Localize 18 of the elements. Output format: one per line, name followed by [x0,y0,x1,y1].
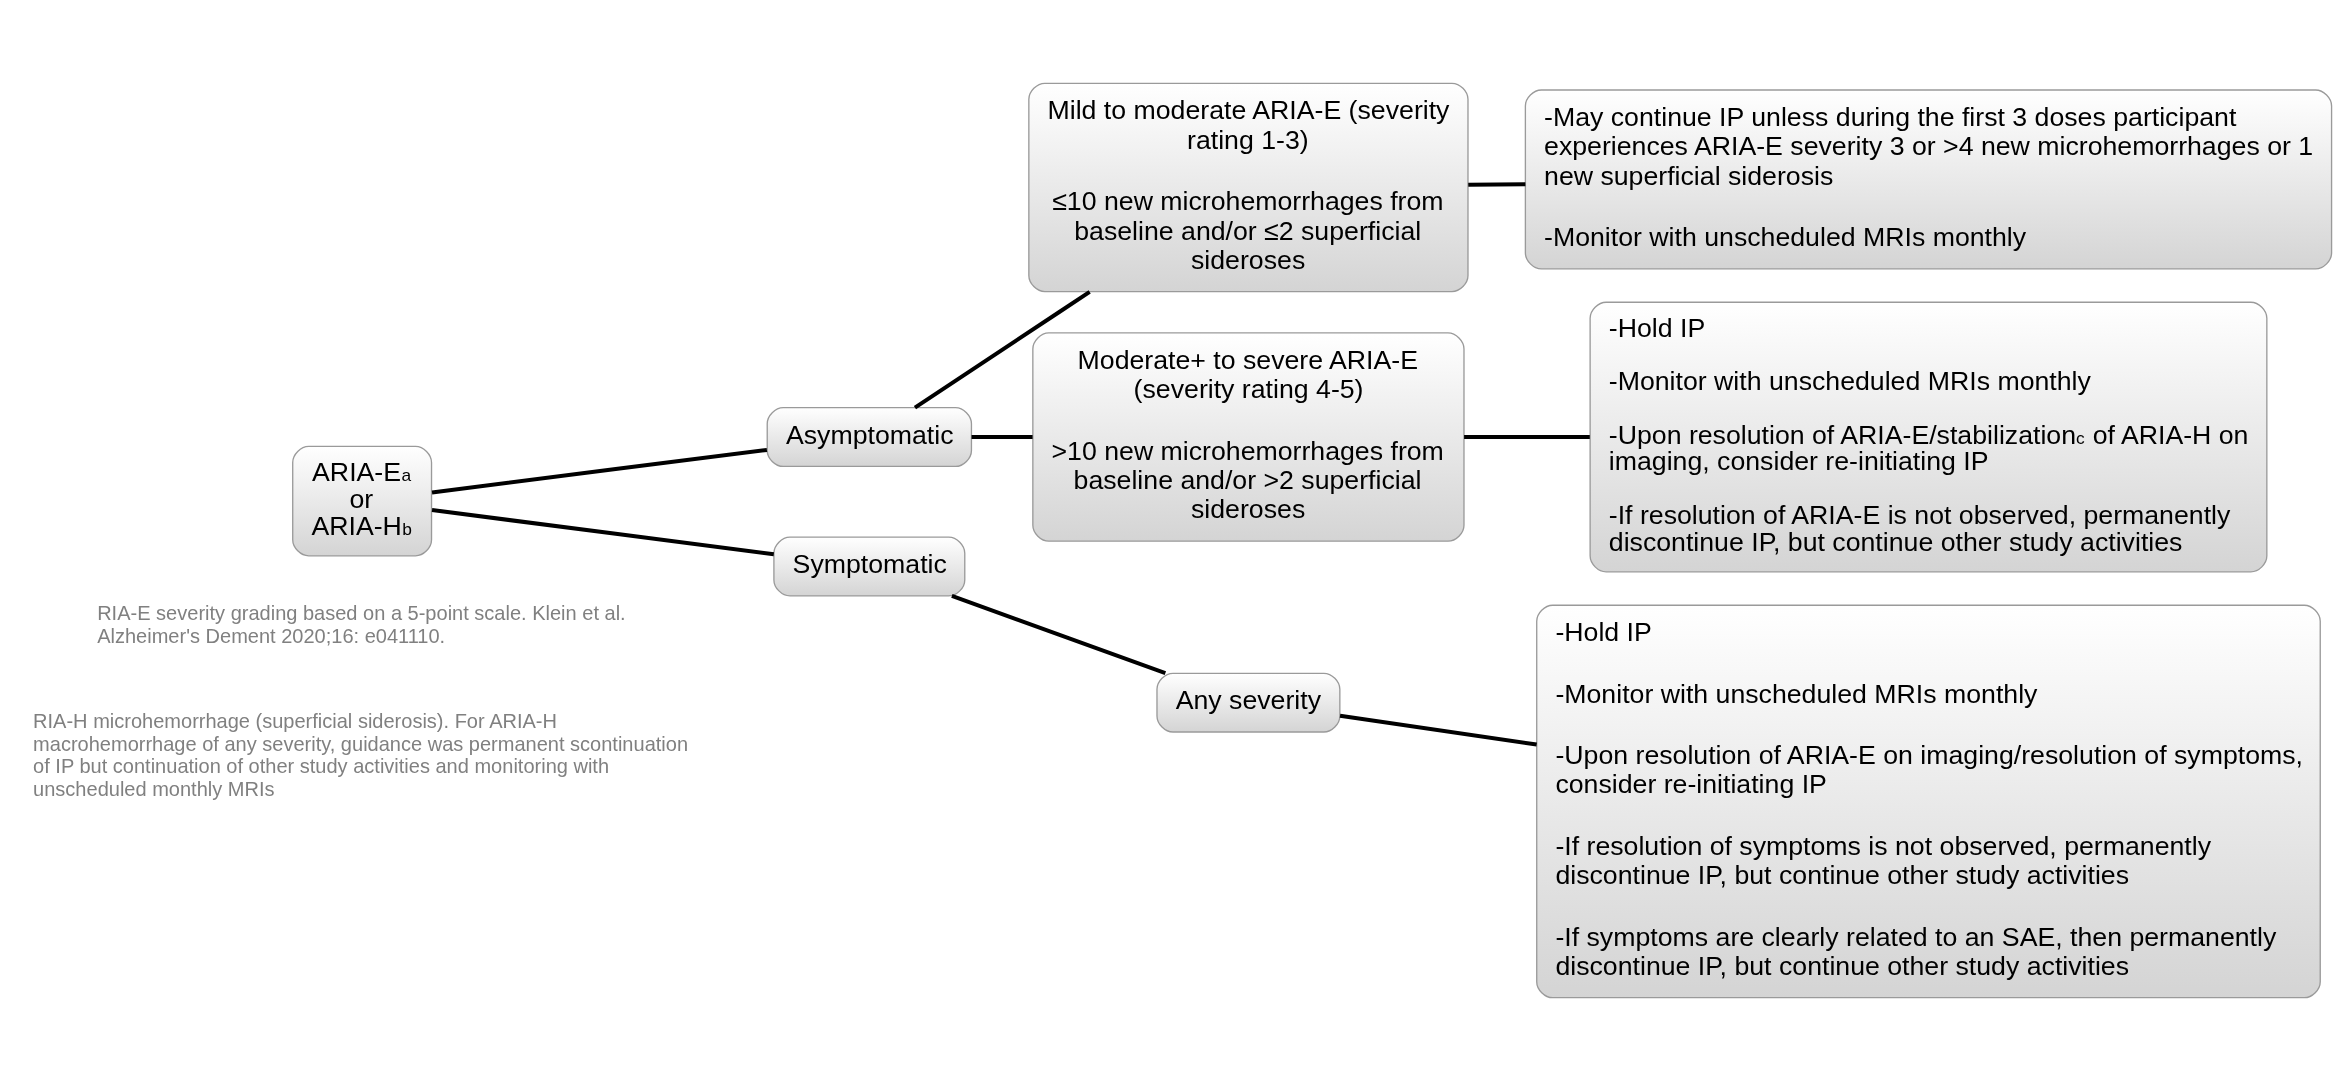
connector [431,507,775,556]
node-box: Moderate+ to severe ARIA-E (severity rating 4-5) >10 new microhemorrhages from baseline and/or >2 superficial sideroses [1032,331,1465,542]
node-box: Symptomatic [773,536,966,597]
node-box: -May continue IP unless during the first 3 doses participant experiences ARIA-E severity 3 or >4 new microhemorrhages or 1 new superficial siderosis -Monitor with unscheduled MRIs monthly [1524,88,2333,270]
connector [431,447,768,494]
label: RIA-H microhemorrhage (superficial siderosis). For ARIA-H macrohemorrhage of any severity, guidance was permanent scontinuation of IP but continuation of other study activities and monitoring with unscheduled monthly MRIs [33,709,689,800]
connector [1464,434,1590,439]
connector [1339,713,1537,746]
connector [971,434,1033,439]
node-box: Any severity [1156,672,1341,733]
node-box: -Hold IP -Monitor with unscheduled MRIs monthly -Upon resolution of ARIA-E on imaging/resolution of symptoms, consider re-initiating IP -If resolution of symptoms is not observed, permanently discontinue IP, but continue other study activities -If symptoms are clearly related to an SAE, then permanently discontinue IP, but continue other study activities [1536,604,2321,998]
connector [951,593,1167,675]
label: RIA-E severity grading based on a 5-point scale. Klein et al. Alzheimer's Dement 2020;16: e041110. [97,601,626,647]
node-box: Asymptomatic [766,406,973,467]
node-box: ARIA-Ea or ARIA-Hb [292,445,433,556]
node-box: -Hold IP -Monitor with unscheduled MRIs monthly -Upon resolution of ARIA-E/stabilizationc of ARIA-H on imaging, consider re-initiating IP -If resolution of ARIA-E is not observed, permanently discontinue IP, but continue other study activities [1589,301,2268,573]
connector [1468,181,1526,187]
node-box: Mild to moderate ARIA-E (severity rating 1-3) ≤10 new microhemorrhages from baseline and/or ≤2 superficial sideroses [1028,82,1469,292]
